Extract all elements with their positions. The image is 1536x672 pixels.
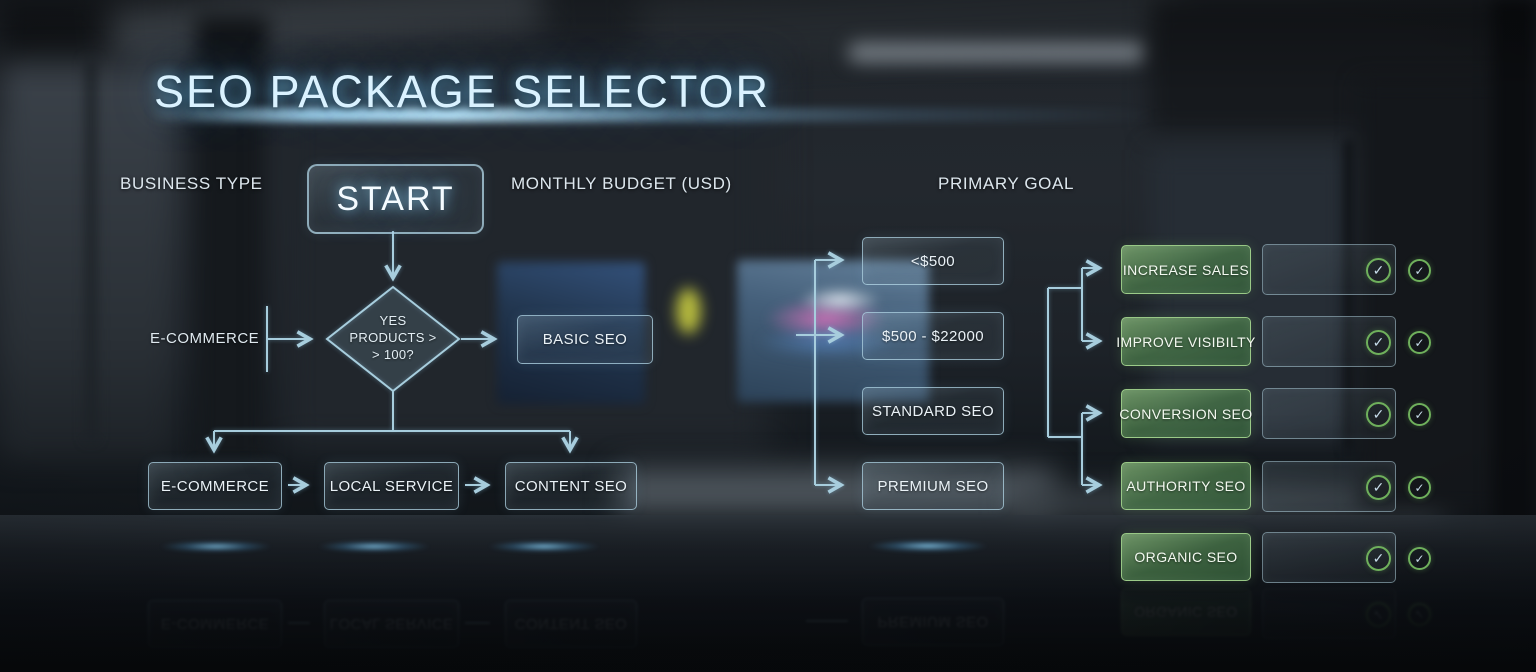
budget-standard-seo-box[interactable]: STANDARD SEO (862, 387, 1004, 435)
decision-diamond-text: YES PRODUCTS > > 100? (323, 313, 463, 364)
check-glyph: ✓ (1414, 480, 1425, 495)
basic-seo-box[interactable]: BASIC SEO (517, 315, 653, 364)
check-glyph: ✓ (1372, 262, 1385, 278)
check-glyph: ✓ (1414, 407, 1425, 422)
check-icon[interactable]: ✓ (1366, 258, 1391, 283)
check-icon[interactable]: ✓ (1366, 475, 1391, 500)
check-icon[interactable]: ✓ (1366, 546, 1391, 571)
decision-diamond[interactable] (325, 285, 461, 393)
selection-panel[interactable] (1262, 461, 1396, 512)
page-title: SEO PACKAGE SELECTOR (154, 66, 771, 117)
connector-goal-bracket-bottom (1048, 413, 1083, 485)
check-glyph: ✓ (1414, 263, 1425, 278)
goal-conversion-seo-box[interactable]: CONVERSION SEO (1119, 389, 1252, 438)
goal-authority-seo-box[interactable]: AUTHORITY SEO (1121, 462, 1251, 510)
ecommerce-branch-label: E-COMMERCE (150, 330, 260, 347)
goal-improve-visibility-box[interactable]: IMPROVE VISIBILTY (1116, 317, 1255, 366)
budget-premium-seo-box[interactable]: PREMIUM SEO (862, 462, 1004, 510)
goal-increase-sales-box[interactable]: INCREASE SALES (1121, 245, 1251, 294)
connector-decision-branch (214, 391, 570, 432)
connector-goal-bracket-top (1048, 268, 1083, 341)
check-icon[interactable]: ✓ (1366, 330, 1391, 355)
check-glyph: ✓ (1372, 550, 1385, 566)
column-header-primary-goal: PRIMARY GOAL (938, 174, 1075, 193)
decision-line-3: > 100? (372, 346, 414, 362)
check-glyph: ✓ (1372, 406, 1385, 422)
business-type-content-seo-box[interactable]: CONTENT SEO (505, 462, 637, 510)
decision-line-2: PRODUCTS > (349, 329, 437, 345)
business-type-local-service-box[interactable]: LOCAL SERVICE (324, 462, 459, 510)
column-header-business-type: BUSINESS TYPE (120, 174, 263, 193)
check-glyph: ✓ (1414, 335, 1425, 350)
check-icon[interactable]: ✓ (1408, 331, 1431, 354)
goal-organic-seo-box[interactable]: ORGANIC SEO (1121, 533, 1251, 581)
check-icon[interactable]: ✓ (1408, 403, 1431, 426)
start-button[interactable]: START (307, 164, 484, 234)
budget-under-500-box[interactable]: <$500 (862, 237, 1004, 285)
check-glyph: ✓ (1372, 334, 1385, 350)
check-icon[interactable]: ✓ (1408, 259, 1431, 282)
check-icon[interactable]: ✓ (1366, 402, 1391, 427)
column-header-monthly-budget: MONTHLY BUDGET (USD) (511, 174, 732, 193)
check-glyph: ✓ (1372, 479, 1385, 495)
business-type-ecommerce-box[interactable]: E-COMMERCE (148, 462, 282, 510)
check-glyph: ✓ (1414, 551, 1425, 566)
check-icon[interactable]: ✓ (1408, 547, 1431, 570)
check-icon[interactable]: ✓ (1408, 476, 1431, 499)
budget-500-22000-box[interactable]: $500 - $22000 (862, 312, 1004, 360)
decision-line-1: YES (379, 313, 407, 328)
